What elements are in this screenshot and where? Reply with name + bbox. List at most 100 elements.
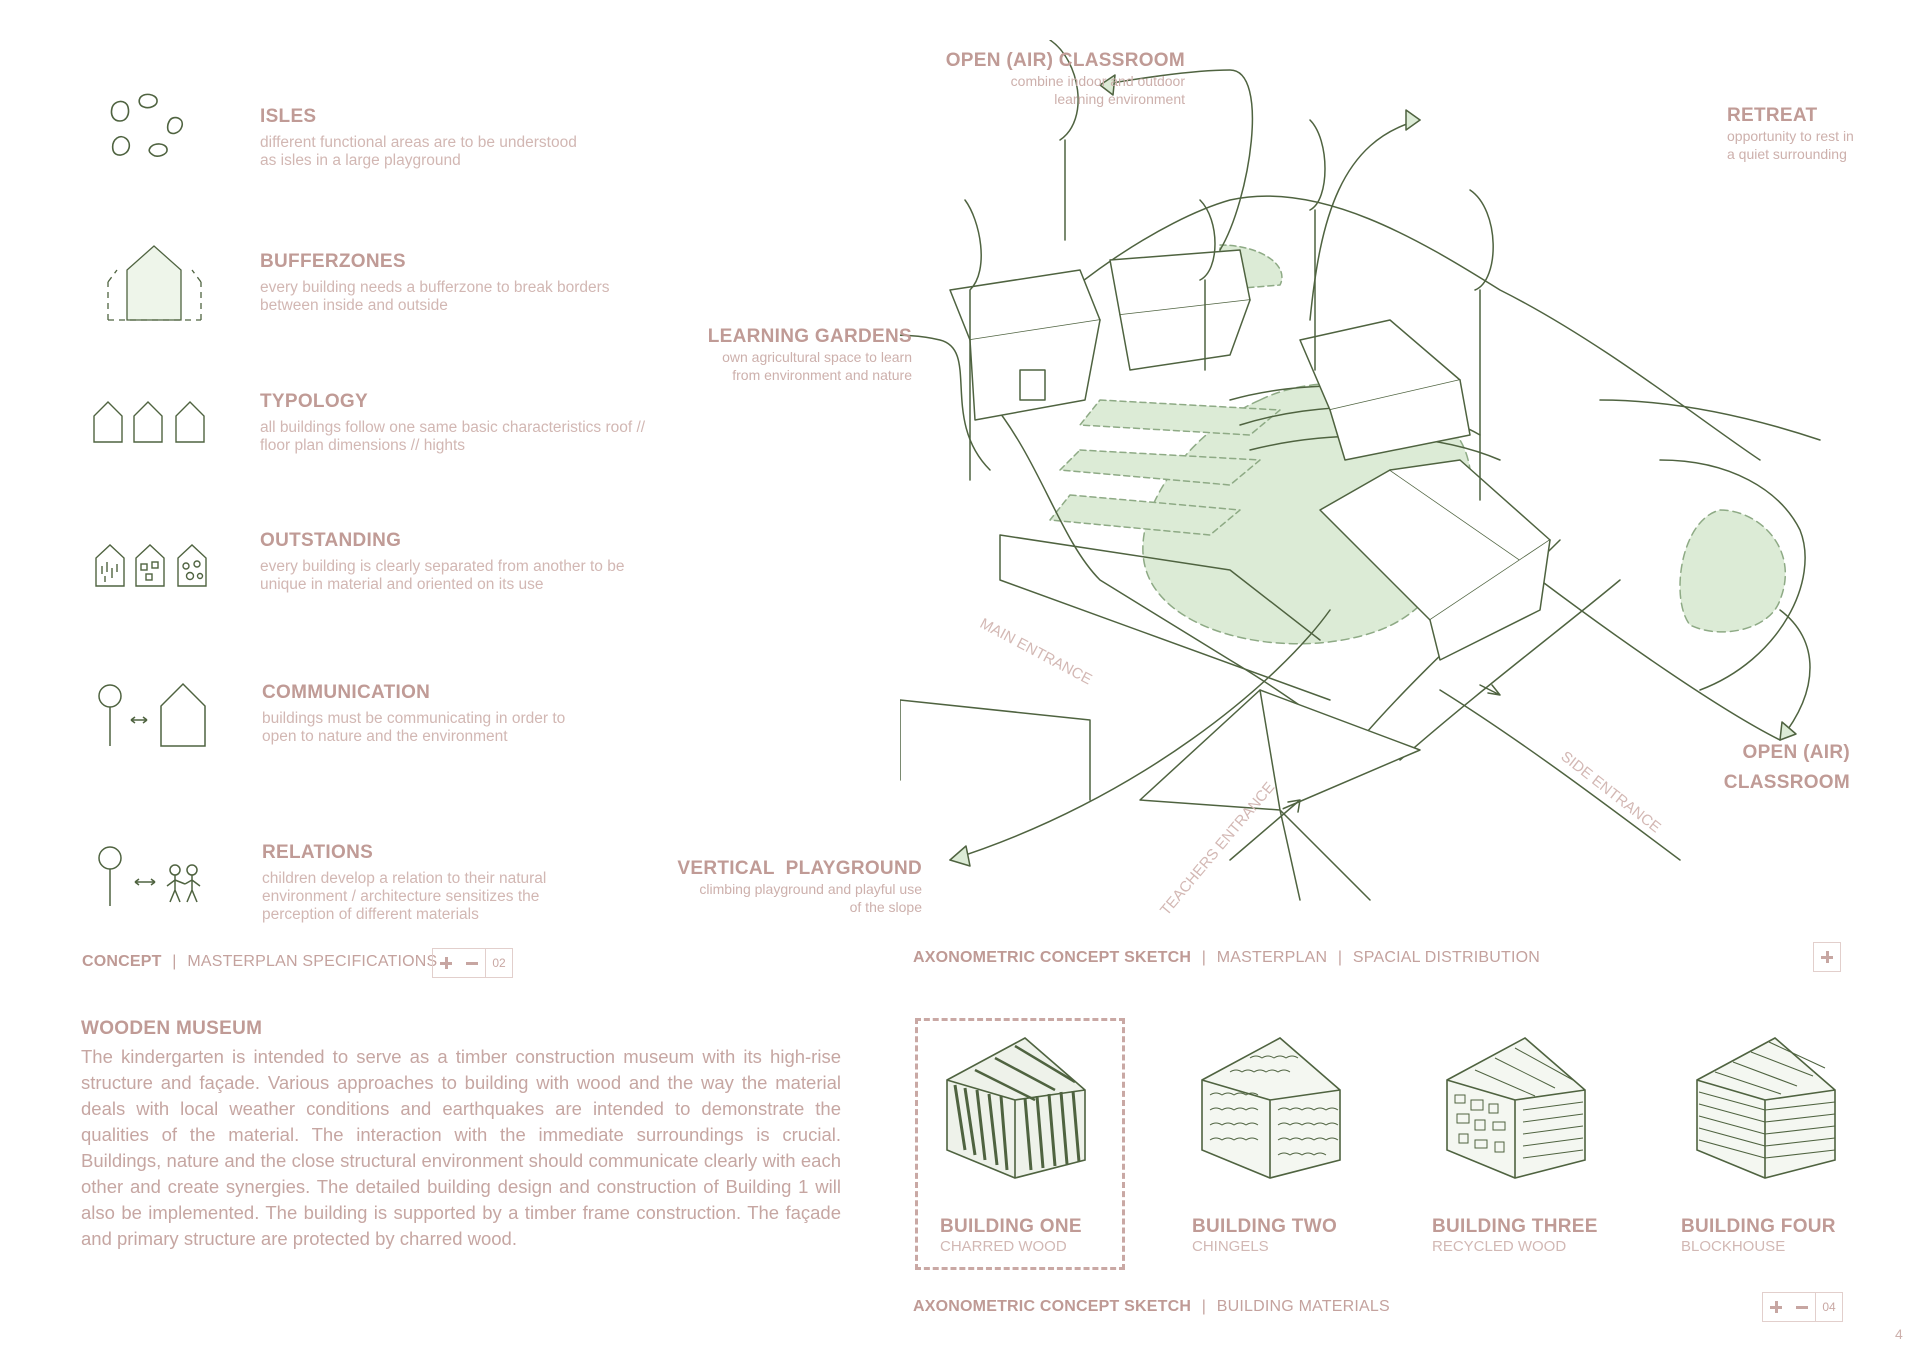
zoom-in-button[interactable]: [1763, 1293, 1789, 1321]
caption-rest: BUILDING MATERIALS: [1216, 1298, 1390, 1315]
trees: [964, 40, 1494, 501]
tree-house-arrow-icon: [98, 682, 206, 747]
concept-item-isles: ISLES different functional areas are to …: [260, 106, 680, 170]
concept-item-title: RELATIONS: [262, 842, 374, 863]
building-three-label: BUILDING THREE RECYCLED WOOD: [1432, 1216, 1598, 1255]
tree-children-arrow-icon: [98, 846, 201, 906]
building-one-label: BUILDING ONE CHARRED WOOD: [940, 1216, 1082, 1255]
concept-item-text: every building needs a bufferzone to bre…: [260, 279, 610, 314]
materials-page-control: 04: [1762, 1292, 1843, 1322]
soccer-goal: [900, 699, 1091, 801]
axonometric-sketch: [900, 40, 1821, 901]
label-title: VERTICAL PLAYGROUND: [677, 858, 922, 879]
patterned-houses-icon: [95, 544, 207, 587]
building-one-sketch[interactable]: [935, 1030, 1105, 1180]
label-learning-gardens: LEARNING GARDENS own agricultural space …: [680, 326, 912, 384]
concept-item-typology: TYPOLOGY all buildings follow one same b…: [260, 391, 680, 455]
minus-icon: [1796, 1301, 1808, 1313]
building-material: BLOCKHOUSE: [1681, 1238, 1786, 1255]
arrow-teachers-entrance: [1229, 799, 1301, 861]
label-title: OPEN (AIR) CLASSROOM: [945, 50, 1185, 71]
concept-item-text: children develop a relation to their nat…: [262, 870, 547, 923]
green-garden-3: [1079, 399, 1281, 436]
arrow-open-air-top: [1099, 69, 1254, 251]
building-four-label: BUILDING FOUR BLOCKHOUSE: [1681, 1216, 1836, 1255]
zoom-out-button[interactable]: [459, 949, 485, 977]
concept-item-outstanding: OUTSTANDING every building is clearly se…: [260, 530, 680, 594]
zoom-in-button[interactable]: [1814, 943, 1840, 971]
building-two-sketch[interactable]: [1190, 1030, 1360, 1180]
plus-icon: [1770, 1301, 1782, 1313]
building-title: BUILDING THREE: [1432, 1216, 1598, 1237]
building-three-sketch[interactable]: [1435, 1030, 1605, 1180]
concept-item-text: different functional areas are to be und…: [260, 134, 577, 169]
concept-item-title: OUTSTANDING: [260, 530, 402, 551]
label-title: CLASSROOM: [1723, 772, 1850, 793]
arrow-side-entrance: [1479, 684, 1501, 696]
caption-part: MASTERPLAN: [1216, 949, 1328, 966]
caption-part: SPACIAL DISTRIBUTION: [1352, 949, 1541, 966]
label-open-air-classroom-right: OPEN (AIR) CLASSROOM: [1680, 738, 1850, 798]
building-title: BUILDING TWO: [1192, 1216, 1338, 1237]
label-title: LEARNING GARDENS: [707, 326, 912, 347]
building-title: BUILDING FOUR: [1681, 1216, 1836, 1237]
museum-text: The kindergarten is intended to serve as…: [81, 1046, 841, 1249]
label-text: a quiet surrounding: [1727, 146, 1847, 162]
caption-separator: |: [1337, 949, 1343, 966]
isles-icon: [110, 93, 184, 157]
concept-item-text: buildings must be communicating in order…: [262, 710, 566, 745]
building-material: RECYCLED WOOD: [1432, 1238, 1567, 1255]
building-sketch-3: [1299, 319, 1471, 461]
arrow-learning-gardens: [900, 334, 991, 471]
page-number: 4: [1895, 1326, 1903, 1342]
building-one-selection-frame: [915, 1018, 1125, 1270]
page-number-box: 04: [1815, 1293, 1842, 1321]
sketch-page-control: [1813, 942, 1841, 972]
label-text: from environment and nature: [732, 367, 912, 383]
green-area-right: [1679, 509, 1786, 633]
building-sketch-2: [1109, 249, 1251, 371]
building-sketch-4: [1319, 459, 1551, 661]
concept-page-control: 02: [432, 948, 513, 978]
concept-item-title: COMMUNICATION: [262, 682, 431, 703]
building-sketch-1: [949, 269, 1101, 421]
caption-bold: AXONOMETRIC CONCEPT SKETCH: [913, 949, 1192, 966]
plus-icon: [1821, 951, 1833, 963]
building-four-sketch[interactable]: [1685, 1030, 1855, 1180]
arrow-open-air-right: [1779, 609, 1811, 741]
concept-item-communication: COMMUNICATION buildings must be communic…: [262, 682, 682, 746]
plus-icon: [440, 957, 452, 969]
label-text: of the slope: [849, 899, 922, 915]
caption-bold: CONCEPT: [82, 953, 162, 970]
label-text: combine indoor and outdoor: [1010, 73, 1185, 89]
caption-separator: |: [1201, 1298, 1207, 1315]
concept-item-title: TYPOLOGY: [260, 391, 368, 412]
concept-caption: CONCEPT | MASTERPLAN SPECIFICATIONS: [82, 953, 437, 971]
caption-separator: |: [1201, 949, 1207, 966]
building-two-label: BUILDING TWO CHINGELS: [1192, 1216, 1337, 1255]
building-material: CHARRED WOOD: [940, 1238, 1067, 1255]
museum-title: WOODEN MUSEUM: [81, 1018, 263, 1039]
label-text: own agricultural space to learn: [722, 349, 912, 365]
building-sketch-5: [1139, 689, 1421, 901]
museum-section: WOODEN MUSEUM The kindergarten is intend…: [81, 1018, 841, 1252]
concept-item-text: every building is clearly separated from…: [260, 558, 625, 593]
three-houses-icon: [93, 401, 205, 443]
label-title: OPEN (AIR): [1742, 742, 1850, 763]
label-text: learning environment: [1054, 91, 1185, 107]
label-text: climbing playground and playful use: [699, 881, 922, 897]
building-title: BUILDING ONE: [940, 1216, 1082, 1237]
concept-item-bufferzones: BUFFERZONES every building needs a buffe…: [260, 251, 680, 315]
label-open-air-classroom-top: OPEN (AIR) CLASSROOM combine indoor and …: [945, 50, 1185, 108]
materials-caption: AXONOMETRIC CONCEPT SKETCH | BUILDING MA…: [913, 1298, 1390, 1316]
concept-item-relations: RELATIONS children develop a relation to…: [262, 842, 682, 924]
concept-item-title: ISLES: [260, 106, 317, 127]
minus-icon: [466, 957, 478, 969]
zoom-out-button[interactable]: [1789, 1293, 1815, 1321]
label-text: opportunity to rest in: [1727, 128, 1854, 144]
caption-separator: |: [172, 953, 177, 970]
caption-rest: MASTERPLAN SPECIFICATIONS: [187, 953, 438, 970]
concept-item-text: all buildings follow one same basic char…: [260, 419, 646, 454]
label-retreat: RETREAT opportunity to rest in a quiet s…: [1727, 105, 1887, 163]
zoom-in-button[interactable]: [433, 949, 459, 977]
